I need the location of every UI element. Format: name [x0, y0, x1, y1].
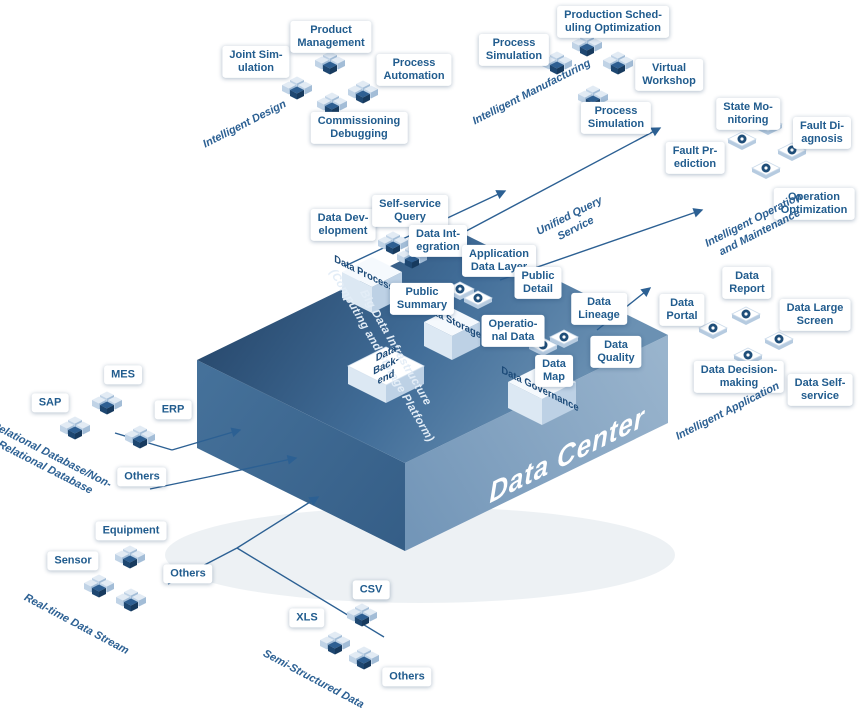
node-operational-data: Operatio- nal Data [481, 314, 545, 348]
node-sensor: Sensor [47, 551, 99, 571]
node-equipment: Equipment [95, 521, 167, 541]
platform [197, 232, 668, 551]
node-virtual-workshop: Virtual Workshop [635, 58, 703, 92]
node-data-large-screen: Data Large Screen [779, 298, 851, 332]
node-joint-simulation: Joint Sim- ulation [222, 45, 290, 79]
node-others-relational: Others [117, 467, 167, 487]
node-data-report: Data Report [722, 266, 772, 300]
node-public-detail: Public Detail [514, 266, 562, 300]
node-data-lineage: Data Lineage [571, 292, 627, 326]
data-large-screen-icon [764, 331, 794, 351]
others-semi-icon [349, 647, 379, 670]
data-backend-box [347, 346, 425, 403]
node-others-semi: Others [382, 667, 432, 687]
node-data-development: Data Dev- elopment [310, 208, 376, 242]
fault-prediction-icon [727, 131, 757, 151]
node-process-automation: Process Automation [376, 53, 452, 87]
sap-icon [60, 417, 90, 440]
process-automation-icon [348, 81, 378, 104]
platform-shadow [165, 507, 675, 603]
node-operation-optimization: Operation Optimization [773, 187, 855, 221]
node-erp: ERP [154, 400, 192, 420]
equipment-icon [115, 546, 145, 569]
mes-icon [92, 392, 122, 415]
node-public-summary: Public Summary [389, 282, 455, 316]
csv-icon [347, 604, 377, 627]
node-data-map: Data Map [535, 354, 573, 388]
sensor-icon [84, 575, 114, 598]
node-fault-diagnosis: Fault Di- agnosis [793, 116, 851, 150]
node-mes: MES [104, 365, 142, 385]
node-others-realtime: Others [163, 564, 213, 584]
node-state-monitoring: State Mo- nitoring [716, 97, 780, 131]
node-sap: SAP [31, 393, 69, 413]
node-process-simulation-b: Process Simulation [580, 101, 652, 135]
node-application-data-layer: Application Data Layer [462, 244, 536, 278]
virtual-workshop-icon [603, 52, 633, 75]
node-process-simulation-a: Process Simulation [478, 33, 550, 67]
erp-icon [125, 426, 155, 449]
node-self-service-query: Self-service Query [372, 194, 448, 228]
node-csv: CSV [352, 580, 390, 600]
joint-simulation-icon [282, 77, 312, 100]
data-report-icon [731, 306, 761, 326]
node-data-self-service: Data Self- service [787, 373, 853, 407]
node-data-quality: Data Quality [590, 335, 642, 369]
node-commissioning-debugging: Commissioning Debugging [310, 111, 408, 145]
node-fault-prediction: Fault Pr- ediction [665, 141, 725, 175]
node-data-integration: Data Int- egration [409, 224, 467, 258]
operation-optimization-icon [751, 160, 781, 180]
node-product-management: Product Management [290, 20, 372, 54]
others-realtime-icon [116, 589, 146, 612]
xls-icon [320, 632, 350, 655]
node-data-decision-making: Data Decision- making [693, 360, 785, 394]
node-xls: XLS [289, 608, 325, 628]
node-production-scheduling-optimization: Production Sched- uling Optimization [557, 5, 669, 39]
product-management-icon [315, 52, 345, 75]
data-storage-box [424, 308, 480, 360]
node-data-portal: Data Portal [659, 293, 705, 327]
data-processing-box [342, 257, 402, 313]
